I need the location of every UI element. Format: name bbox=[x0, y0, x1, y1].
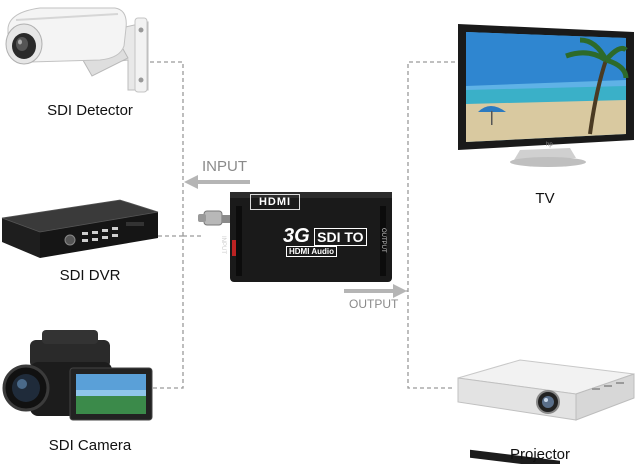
converter-brand-logo: HDMI bbox=[250, 194, 300, 210]
input-flow-label: INPUT bbox=[202, 158, 247, 175]
converter-output-port-label: OUTPUT bbox=[380, 228, 386, 253]
source-label-sdi-dvr: SDI DVR bbox=[59, 267, 121, 284]
security-camera-icon bbox=[5, 7, 149, 93]
converter-model-sub: HDMI Audio bbox=[286, 246, 338, 257]
converter-model-label: 3G SDI TO bbox=[283, 225, 367, 248]
converter-brand-text: HDMI bbox=[258, 196, 292, 208]
tv-monitor-icon: hp bbox=[458, 24, 634, 167]
projector-icon bbox=[457, 359, 635, 464]
output-flow-label: OUTPUT bbox=[349, 297, 399, 311]
svg-text:hp: hp bbox=[546, 142, 553, 148]
converter-model-prefix: 3G bbox=[283, 225, 310, 247]
source-label-sdi-detector: SDI Detector bbox=[47, 102, 133, 119]
camcorder-icon bbox=[2, 330, 153, 421]
input-arrow bbox=[184, 175, 250, 189]
destination-label-tv: TV bbox=[535, 190, 555, 207]
destination-label-projector: Projector bbox=[509, 446, 571, 463]
destination-bracket-line bbox=[407, 61, 455, 389]
output-arrow bbox=[344, 284, 407, 298]
source-bracket-line bbox=[150, 61, 184, 389]
converter-input-port-label: INPUT bbox=[220, 236, 226, 254]
converter-device bbox=[198, 192, 392, 282]
source-label-sdi-camera: SDI Camera bbox=[48, 437, 132, 454]
dvr-recorder-icon bbox=[1, 199, 159, 258]
converter-model-line: SDI TO bbox=[314, 228, 367, 246]
